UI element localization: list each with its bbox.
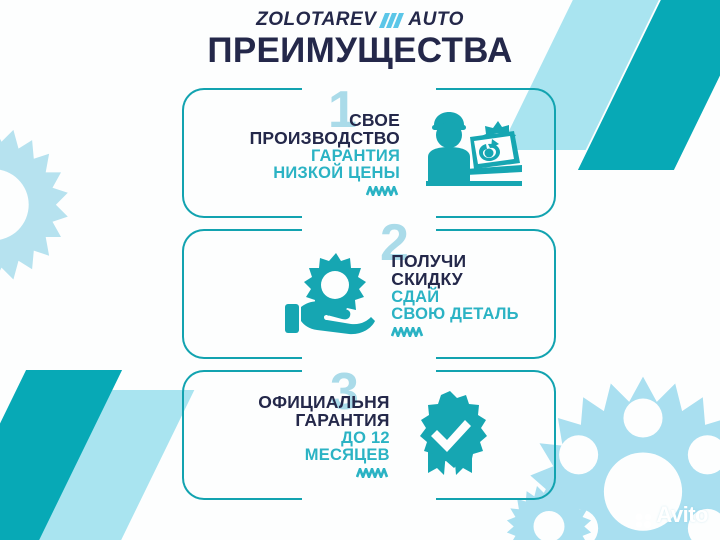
card-text-block: СВОЕ ПРОИЗВОДСТВО ГАРАНТИЯ НИЗКОЙ ЦЕНЫ — [249, 110, 400, 199]
benefit-card-2: 2 ПОЛУЧИ — [182, 217, 556, 359]
card-text-block: ОФИЦИАЛЬНЯ ГАРАНТИЯ ДО 12 МЕСЯЦЕВ — [258, 392, 390, 481]
avito-dots-icon — [635, 508, 652, 528]
card-subtitle-line1: ГАРАНТИЯ — [310, 147, 400, 166]
avito-label: Avito — [656, 502, 708, 527]
avito-watermark: Avito — [635, 502, 708, 528]
card-subtitle-line1: СДАЙ — [391, 288, 440, 307]
card-title-line2: ПРОИЗВОДСТВО — [249, 128, 400, 149]
stripe-bottom-left-dark — [0, 370, 123, 540]
gear-icon — [0, 118, 78, 288]
card-number: 3 — [330, 363, 359, 421]
card-title-line1: ОФИЦИАЛЬНЯ — [258, 392, 390, 413]
card-title-line1: СВОЕ — [349, 110, 400, 131]
brand-logo: ZOLOTAREV AUTO — [0, 10, 720, 29]
card-title-line2: ГАРАНТИЯ — [295, 410, 390, 431]
card-number: 1 — [328, 81, 357, 139]
card-subtitle-line2: НИЗКОЙ ЦЕНЫ — [273, 163, 400, 182]
card-subtitle-line1: ДО 12 — [341, 429, 390, 448]
slashes-icon — [379, 13, 405, 28]
benefit-card-3: 3 ОФИЦИАЛЬНЯ ГАРАНТИЯ ДО 12 МЕСЯЦЕВ — [182, 363, 556, 500]
benefit-card-1: 1 СВОЕ ПРОИЗВОДСТВО ГАРАНТИЯ НИЗКОЙ ЦЕНЫ — [182, 81, 556, 218]
zigzag-icon — [365, 182, 400, 199]
card-title-line1: ПОЛУЧИ — [391, 251, 467, 272]
zigzag-icon — [391, 323, 425, 340]
hand-gear-icon — [279, 249, 379, 339]
zigzag-icon — [355, 464, 390, 481]
brand-name-left: ZOLOTAREV — [256, 9, 377, 30]
page-title: ПРЕИМУЩЕСТВА — [207, 31, 513, 70]
stripe-bottom-left-light — [15, 390, 195, 540]
header: ZOLOTAREV AUTO ПРЕИМУЩЕСТВА — [0, 0, 720, 68]
worker-laptop-gear-icon — [410, 107, 522, 199]
guarantee-badge-check-icon — [404, 389, 496, 481]
card-number: 2 — [380, 214, 409, 272]
card-subtitle-line2: МЕСЯЦЕВ — [304, 445, 390, 464]
card-title-line2: СКИДКУ — [391, 269, 463, 290]
card-text-block: ПОЛУЧИ СКИДКУ СДАЙ СВОЮ ДЕТАЛЬ — [391, 251, 519, 340]
card-subtitle-line2: СВОЮ ДЕТАЛЬ — [391, 304, 519, 323]
brand-name-right: AUTO — [408, 9, 464, 30]
benefits-list: 1 СВОЕ ПРОИЗВОДСТВО ГАРАНТИЯ НИЗКОЙ ЦЕНЫ — [182, 81, 556, 500]
